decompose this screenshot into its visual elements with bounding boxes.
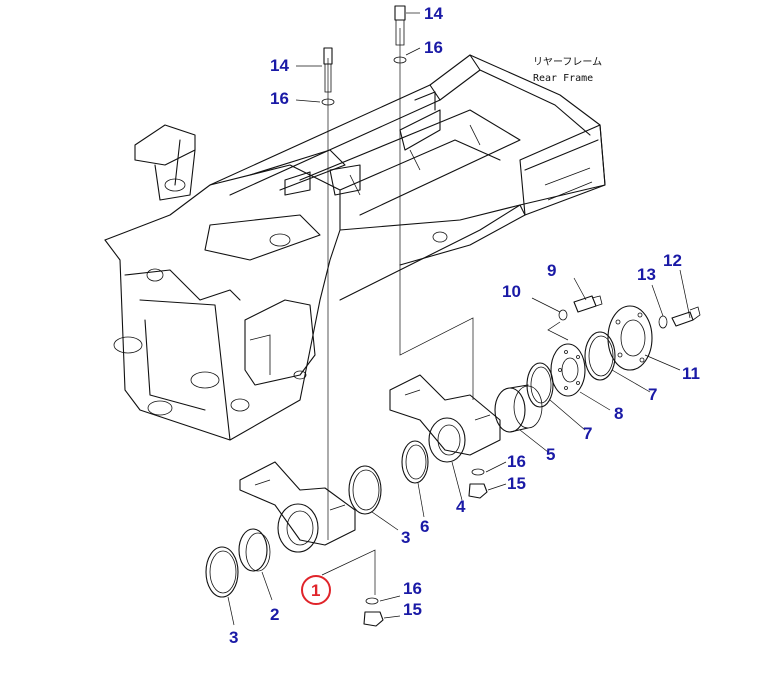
callout-15-mid: 15 (507, 474, 526, 493)
part-1-highlight-ring (301, 575, 331, 605)
callout-16-mid: 16 (507, 452, 526, 471)
rear-support-part-1 (239, 461, 356, 553)
callout-14-top: 14 (424, 4, 443, 23)
callout-8: 8 (614, 404, 624, 423)
callout-13: 13 (637, 265, 656, 284)
callout-16-top: 16 (424, 38, 443, 57)
callout-16-bottom: 16 (403, 579, 422, 598)
callout-3-bottom: 3 (229, 628, 239, 647)
frame-label-english: Rear Frame (533, 73, 594, 84)
callout-5: 5 (546, 445, 556, 464)
callout-4: 4 (456, 497, 466, 516)
callout-10: 10 (502, 282, 521, 301)
callout-15-bottom: 15 (403, 600, 422, 619)
callout-11: 11 (682, 364, 700, 383)
frame-label-japanese: リヤーフレーム (533, 57, 603, 68)
callout-14-left: 14 (270, 56, 289, 75)
callout-7-mid: 7 (583, 424, 593, 443)
bearing-stack-left (205, 465, 401, 627)
callout-12: 12 (663, 251, 682, 270)
callout-1-highlighted: 1 (311, 581, 321, 600)
callout-2: 2 (270, 605, 280, 624)
bearing-stack-right (401, 269, 701, 518)
callout-7-right: 7 (648, 385, 658, 404)
leader-lines (295, 5, 474, 595)
callout-6: 6 (420, 517, 430, 536)
rear-frame-body (104, 54, 606, 441)
callout-16-left: 16 (270, 89, 289, 108)
callout-9: 9 (547, 261, 557, 280)
callout-3-mid: 3 (401, 528, 411, 547)
rear-support-part-4 (389, 374, 501, 463)
